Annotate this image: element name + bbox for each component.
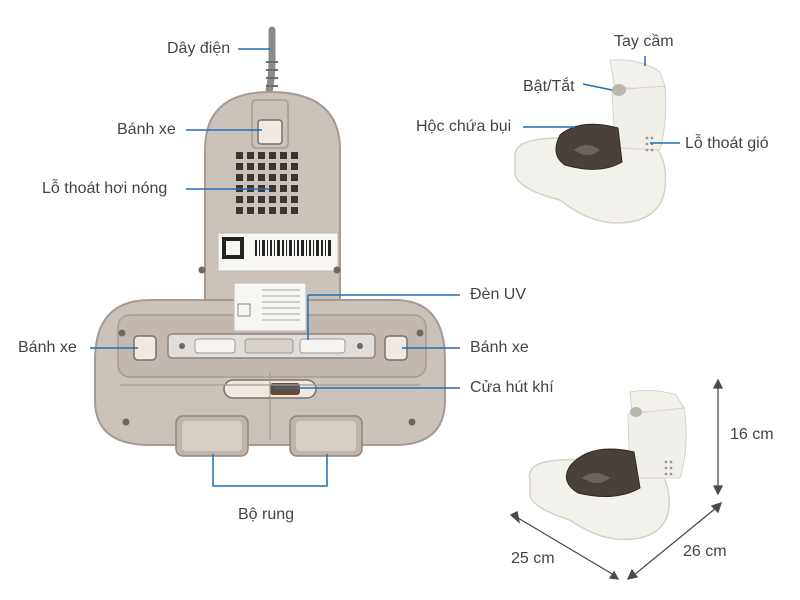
label-power-button: Bật/Tắt — [523, 78, 575, 95]
dust-bin-bottom — [565, 448, 641, 497]
hot-air-vent — [236, 152, 298, 214]
label-power-cord: Dây điện — [167, 40, 231, 57]
vibration-pad-left — [175, 415, 249, 457]
dimension-arrows — [509, 378, 724, 580]
label-hot-air-vent: Lỗ thoát hơi nóng — [42, 180, 168, 197]
label-air-intake: Cửa hút khí — [470, 379, 554, 396]
wheel-top — [257, 119, 283, 145]
power-button — [612, 84, 626, 96]
bottom-view — [94, 26, 446, 457]
label-dust-bin: Hộc chứa bụi — [416, 118, 512, 135]
label-wheel-left: Bánh xe — [18, 339, 77, 356]
label-air-outlet: Lỗ thoát gió — [685, 135, 769, 152]
leader-lines-bottom — [90, 48, 460, 487]
side-view-top — [514, 59, 667, 224]
side-view-bottom — [528, 390, 687, 541]
label-handle: Tay cầm — [614, 33, 674, 50]
vibration-pad-right — [289, 415, 363, 457]
dimension-height: 16 cm — [730, 426, 774, 443]
label-wheel-top: Bánh xe — [117, 121, 176, 138]
label-uv-lamp: Đèn UV — [470, 286, 527, 303]
label-vibration: Bộ rung — [238, 506, 295, 523]
dimension-depth: 26 cm — [683, 543, 727, 560]
spec-sticker — [233, 282, 307, 332]
dimension-width: 25 cm — [511, 550, 555, 567]
leader-lines-side — [523, 56, 680, 144]
label-wheel-right: Bánh xe — [470, 339, 529, 356]
